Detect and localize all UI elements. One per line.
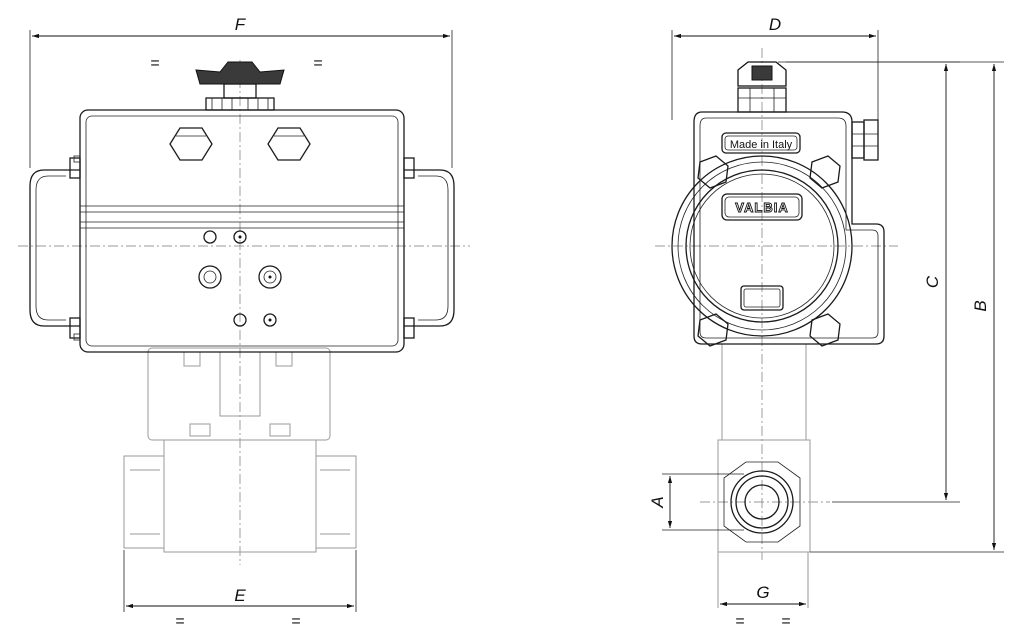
actuator-end-cap-right xyxy=(403,157,455,339)
dim-label-c: C xyxy=(923,275,942,288)
actuator-body-front xyxy=(79,109,405,353)
actuator-body-side xyxy=(671,111,885,345)
valve-body-side xyxy=(717,344,811,608)
hex-bolt-left xyxy=(169,127,213,161)
symmetry-mark: = xyxy=(781,613,790,630)
made-in-italy-plate: Made in Italy xyxy=(721,132,801,154)
valve-body-front xyxy=(123,347,357,553)
dim-label-d: D xyxy=(769,15,781,34)
hex-bolt-right xyxy=(267,127,311,161)
brand-logo-text: VALBIA xyxy=(735,200,788,215)
dim-label-a: A xyxy=(648,496,667,508)
symmetry-mark: = xyxy=(291,613,300,630)
side-hex-bolts xyxy=(697,155,841,347)
brand-badge: VALBIA xyxy=(721,193,803,221)
symmetry-mark: = xyxy=(175,613,184,630)
side-fittings xyxy=(851,119,879,161)
dimension-e: E = = xyxy=(123,550,357,630)
position-indicator-side xyxy=(737,61,787,113)
dim-label-e: E xyxy=(234,586,246,605)
dim-label-b: B xyxy=(971,300,990,311)
air-ports xyxy=(198,230,282,327)
symmetry-mark: = xyxy=(735,613,744,630)
dimension-f: F = = xyxy=(29,15,453,168)
indicator-window xyxy=(740,285,784,311)
actuator-end-cap-left xyxy=(29,155,81,341)
made-in-italy-text: Made in Italy xyxy=(730,139,793,151)
symmetry-mark: = xyxy=(313,55,322,72)
front-view: F = = E = = xyxy=(18,15,470,630)
dimension-a: A xyxy=(648,473,744,531)
dimension-c: C xyxy=(778,61,960,503)
symmetry-mark: = xyxy=(150,55,159,72)
dimension-d: D xyxy=(671,15,879,120)
dim-label-f: F xyxy=(235,15,247,34)
dim-label-g: G xyxy=(756,583,769,602)
dimension-b: B xyxy=(786,61,1004,553)
dimension-g: G = = xyxy=(720,583,806,630)
side-view: Made in Italy VALBIA xyxy=(648,15,1004,630)
position-indicator-front xyxy=(195,61,285,111)
